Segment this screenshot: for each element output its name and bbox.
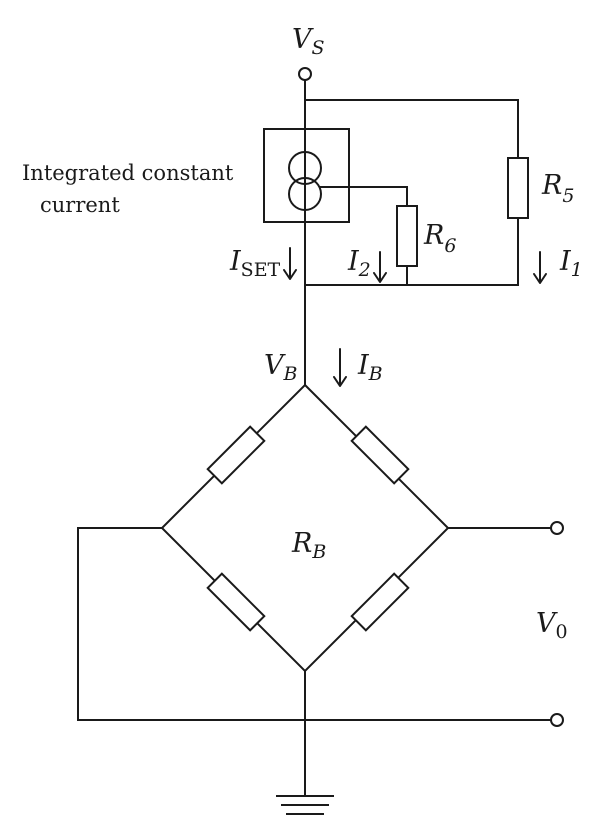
source-label-line2: current	[40, 193, 120, 217]
label-ib: IB	[357, 350, 383, 385]
i2-arrow	[373, 251, 387, 283]
left-return-wire	[77, 527, 552, 721]
vs-terminal	[298, 67, 312, 81]
current-source-circle-top	[288, 151, 322, 185]
v0-terminal-top	[550, 521, 564, 535]
label-r6: R6	[423, 220, 456, 257]
source-label-line1: Integrated constant	[22, 161, 234, 185]
label-v0: V0	[536, 608, 568, 643]
resistor-bridge-ll	[206, 572, 266, 632]
resistor-bridge-lr	[350, 572, 410, 632]
resistor-bridge-ur	[350, 425, 410, 485]
iset-arrow	[283, 247, 297, 280]
label-iset: ISET	[229, 246, 281, 281]
resistor-r6	[396, 205, 418, 267]
label-rb: RB	[291, 528, 326, 563]
current-source-circle-bottom	[288, 177, 322, 211]
label-i2: I2	[347, 246, 371, 281]
ib-arrow	[333, 348, 347, 387]
i1-arrow	[533, 251, 547, 284]
label-vs: VS	[292, 24, 325, 59]
v0-terminal-bottom	[550, 713, 564, 727]
current-source-box	[263, 128, 350, 223]
resistor-bridge-ul	[206, 425, 266, 485]
label-i1: I1	[559, 246, 583, 281]
resistor-r5	[507, 157, 529, 219]
label-vb: VB	[264, 350, 298, 385]
label-r5: R5	[541, 170, 574, 207]
